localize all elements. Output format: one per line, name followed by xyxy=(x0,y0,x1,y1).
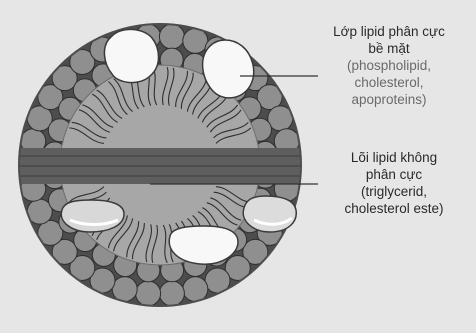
apoprotein-bottom-right xyxy=(243,196,296,232)
phospholipid-head xyxy=(183,277,208,302)
apoprotein-bottom-middle xyxy=(169,226,238,264)
core-band xyxy=(18,148,308,184)
phospholipid-head xyxy=(183,28,208,53)
core-title-line1: Lõi lipid không xyxy=(315,150,473,167)
phospholipid-head xyxy=(112,277,137,302)
core-title-line2: phân cực xyxy=(315,167,473,184)
phospholipid-head xyxy=(159,24,184,49)
surface-layer-detail-line3: apoproteins) xyxy=(305,92,473,109)
phospholipid-head xyxy=(159,281,184,306)
surface-layer-detail-line2: cholesterol, xyxy=(305,75,473,92)
apoprotein-bottom-left xyxy=(61,200,124,232)
core-detail-line1: (triglycerid, xyxy=(315,184,473,201)
core-label: Lõi lipid không phân cực (triglycerid, c… xyxy=(315,150,473,218)
surface-layer-title-line2: bề mặt xyxy=(305,41,473,58)
core-detail-line2: cholesterol este) xyxy=(315,201,473,218)
surface-layer-detail-line1: (phospholipid, xyxy=(305,58,473,75)
phospholipid-head xyxy=(136,281,161,306)
apoprotein-top-left xyxy=(104,29,158,82)
surface-layer-title-line1: Lớp lipid phân cực xyxy=(305,24,473,41)
surface-layer-label: Lớp lipid phân cực bề mặt (phospholipid,… xyxy=(305,24,473,108)
